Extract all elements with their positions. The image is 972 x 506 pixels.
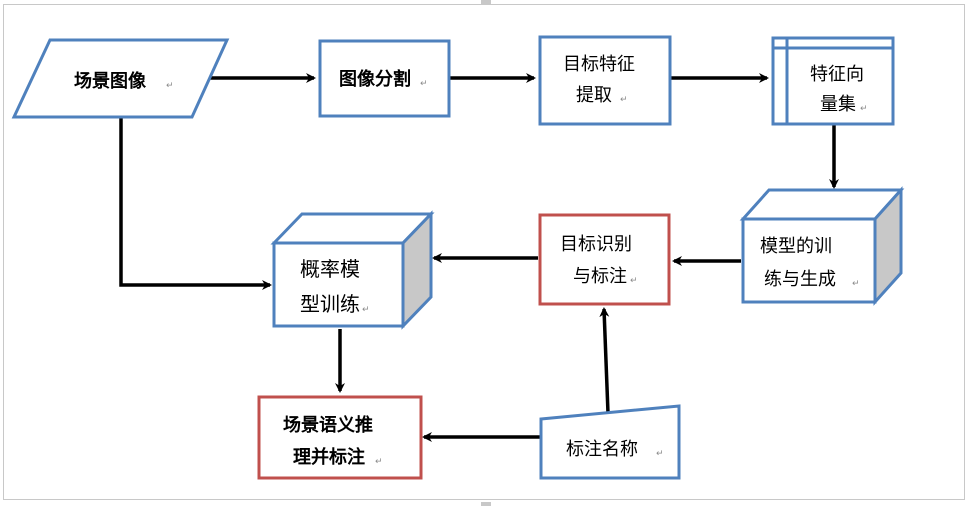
probability-model-line2: 型训练 bbox=[300, 292, 360, 316]
arrow-scene-to-probability bbox=[119, 117, 272, 290]
image-segmentation-label: 图像分割 bbox=[339, 68, 411, 90]
paragraph-mark: ↵ bbox=[852, 279, 860, 289]
node-target-feature-extraction[interactable]: 目标特征 提取 ↵ bbox=[538, 35, 672, 126]
node-scene-semantic-inference[interactable]: 场景语义推 理并标注 ↵ bbox=[257, 395, 423, 480]
target-recognition-box bbox=[538, 213, 671, 306]
node-target-recognition-labeling[interactable]: 目标识别 与标注 ↵ bbox=[538, 213, 671, 306]
image-segmentation-box bbox=[318, 39, 451, 118]
target-feature-extraction-line1: 目标特征 bbox=[563, 54, 635, 75]
node-image-segmentation[interactable]: 图像分割 ↵ bbox=[318, 39, 451, 118]
node-probability-model-training[interactable]: 概率模 型训练 ↵ bbox=[270, 210, 435, 330]
feature-vector-set-line1: 特征向 bbox=[810, 64, 864, 85]
diagram-frame bbox=[3, 4, 965, 500]
target-recognition-line1: 目标识别 bbox=[560, 234, 632, 255]
feature-vector-set-box bbox=[771, 36, 895, 126]
paragraph-mark: ↵ bbox=[860, 104, 868, 114]
paragraph-mark: ↵ bbox=[630, 276, 638, 286]
label-names-label: 标注名称 bbox=[566, 439, 638, 460]
target-feature-extraction-box bbox=[538, 35, 672, 126]
scene-semantic-line2: 理并标注 bbox=[293, 446, 365, 468]
connectors bbox=[119, 73, 839, 442]
arrow-labels-to-recognition bbox=[599, 307, 610, 414]
node-model-training-generation[interactable]: 模型的训 练与生成 ↵ bbox=[739, 186, 905, 306]
model-cube-front bbox=[741, 217, 877, 304]
scene-image-label: 场景图像 bbox=[74, 71, 147, 92]
feature-vector-set-line2: 量集 bbox=[820, 94, 856, 115]
model-training-line2: 练与生成 bbox=[764, 269, 836, 290]
node-feature-vector-set[interactable]: 特征向 量集 ↵ bbox=[771, 36, 895, 126]
paragraph-mark: ↵ bbox=[375, 457, 383, 467]
scene-semantic-inference-box bbox=[257, 395, 423, 480]
node-label-names[interactable]: 标注名称 ↵ bbox=[539, 404, 681, 480]
paragraph-mark: ↵ bbox=[362, 305, 370, 315]
paragraph-mark: ↵ bbox=[166, 81, 174, 91]
resize-handle-bottom[interactable] bbox=[481, 502, 491, 506]
label-names-shape bbox=[539, 404, 681, 480]
model-training-line1: 模型的训 bbox=[760, 236, 832, 257]
scene-semantic-line1: 场景语义推 bbox=[283, 414, 373, 436]
node-scene-image[interactable]: 场景图像 ↵ bbox=[11, 38, 230, 119]
paragraph-mark: ↵ bbox=[420, 79, 428, 89]
resize-handle-top[interactable] bbox=[481, 0, 491, 4]
target-feature-extraction-line2: 提取 bbox=[576, 85, 612, 106]
probability-cube-front bbox=[272, 241, 405, 328]
target-recognition-line2: 与标注 bbox=[573, 266, 627, 287]
paragraph-mark: ↵ bbox=[656, 449, 664, 459]
paragraph-mark: ↵ bbox=[620, 95, 628, 105]
scene-image-shape bbox=[11, 38, 230, 119]
probability-model-line1: 概率模 bbox=[300, 257, 360, 281]
